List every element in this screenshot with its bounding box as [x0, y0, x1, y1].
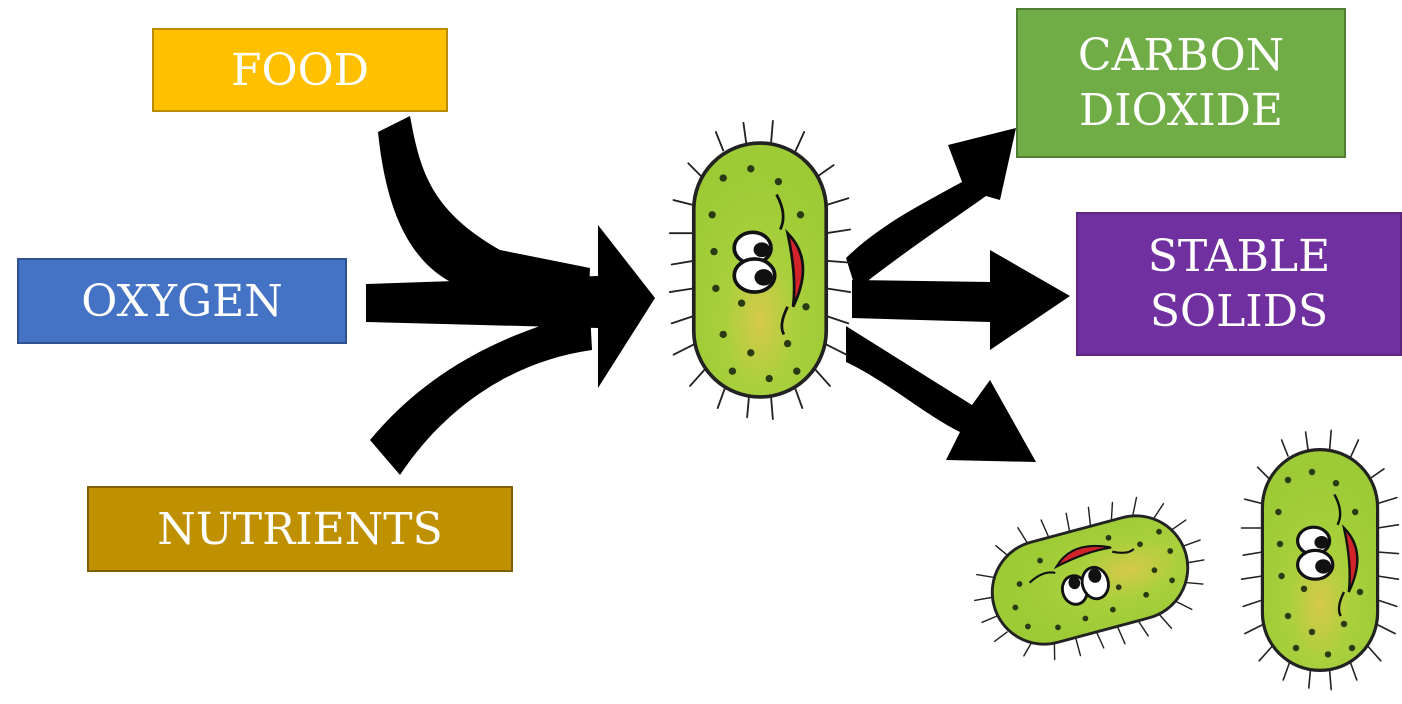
oxygen-label: OXYGEN: [17, 258, 347, 344]
carbon-dioxide-line1: CARBON: [1078, 28, 1284, 83]
oxygen-label-text: OXYGEN: [81, 274, 282, 329]
bacterium-icon: [670, 121, 850, 419]
food-label: FOOD: [152, 28, 448, 112]
stable-solids-label: STABLE SOLIDS: [1076, 212, 1402, 356]
stable-solids-line1: STABLE: [1148, 229, 1331, 284]
nutrients-label: NUTRIENTS: [87, 486, 513, 572]
nutrients-label-text: NUTRIENTS: [157, 502, 443, 557]
output-arrows-icon: [846, 128, 1070, 462]
input-arrows-icon: [366, 116, 655, 475]
carbon-dioxide-label: CARBON DIOXIDE: [1016, 8, 1346, 158]
carbon-dioxide-line2: DIOXIDE: [1078, 83, 1284, 138]
stable-solids-line2: SOLIDS: [1148, 284, 1331, 339]
reproduced-bacteria-icon: [959, 430, 1398, 689]
food-label-text: FOOD: [231, 43, 369, 98]
